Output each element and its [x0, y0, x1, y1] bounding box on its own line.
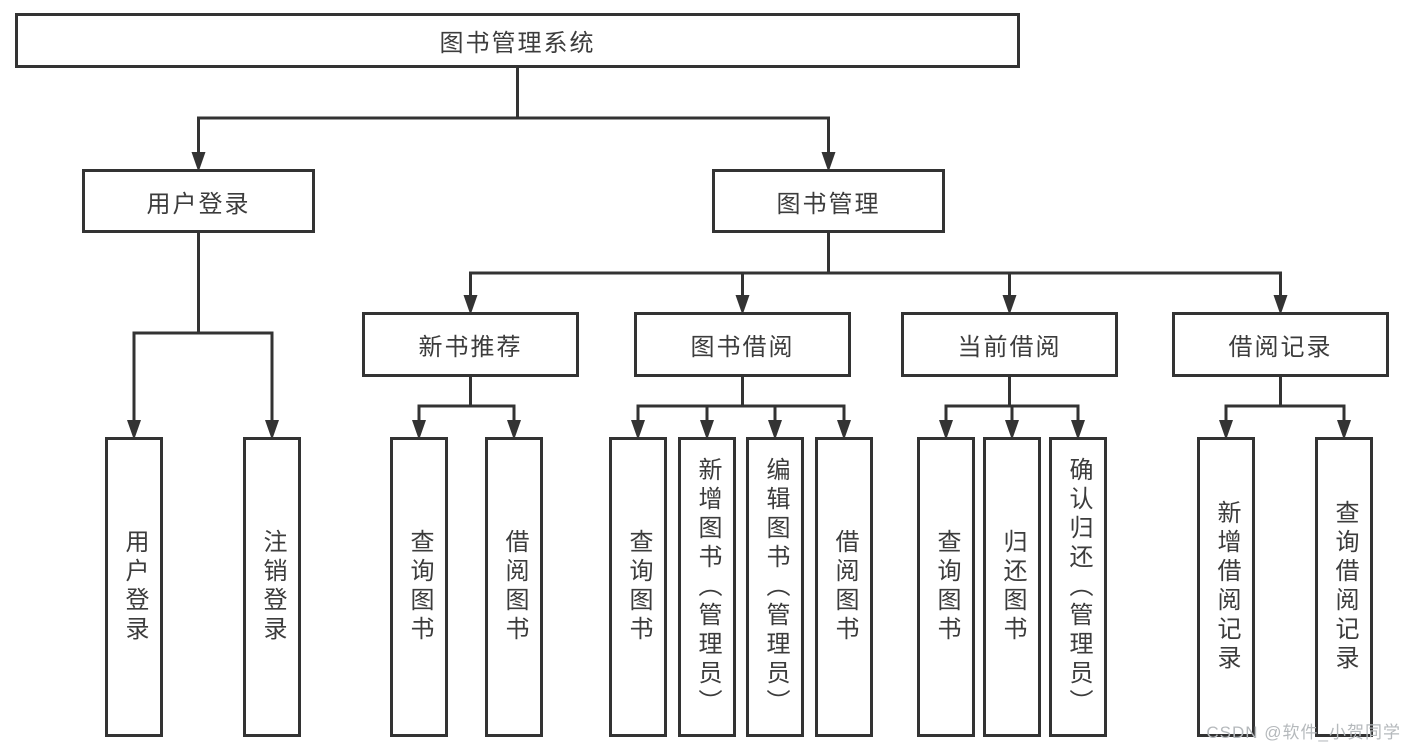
node-leaf-newbook-borrow: 借阅图书: [485, 437, 543, 737]
node-current-borrow: 当前借阅: [901, 312, 1118, 377]
node-label: 新增借阅记录: [1213, 500, 1240, 674]
node-label: 用户登录: [146, 190, 251, 218]
node-label: 借阅图书: [501, 529, 528, 645]
node-leaf-current-return: 归还图书: [983, 437, 1041, 737]
node-leaf-current-confirm: 确认归还（管理员）: [1049, 437, 1107, 737]
node-label: 编辑图书（管理员）: [762, 456, 789, 718]
node-leaf-records-add: 新增借阅记录: [1197, 437, 1255, 737]
node-label: 确认归还（管理员）: [1065, 456, 1092, 718]
node-leaf-newbook-query: 查询图书: [390, 437, 448, 737]
node-leaf-borrow-query: 查询图书: [609, 437, 667, 737]
node-leaf-borrow-add: 新增图书（管理员）: [678, 437, 736, 737]
node-library-system: 图书管理系统: [15, 13, 1020, 68]
node-label: 注销登录: [259, 529, 286, 645]
node-leaf-current-query: 查询图书: [917, 437, 975, 737]
node-label: 借阅图书: [831, 529, 858, 645]
node-book-borrow: 图书借阅: [634, 312, 851, 377]
watermark: CSDN @软件_小贺同学: [1206, 723, 1401, 742]
node-label: 图书管理: [776, 190, 881, 218]
node-label: 借阅记录: [1228, 334, 1333, 361]
node-leaf-borrow-borrow: 借阅图书: [815, 437, 873, 737]
node-label: 查询借阅记录: [1331, 500, 1358, 674]
node-label: 图书管理系统: [439, 30, 596, 57]
node-label: 图书借阅: [690, 334, 795, 361]
node-label: 新增图书（管理员）: [694, 456, 721, 718]
node-leaf-records-query: 查询借阅记录: [1315, 437, 1373, 737]
node-borrow-records: 借阅记录: [1172, 312, 1389, 377]
node-label: 新书推荐: [418, 334, 523, 361]
node-label: 归还图书: [999, 529, 1026, 645]
node-leaf-user-login: 用户登录: [105, 437, 163, 737]
node-label: 当前借阅: [957, 334, 1062, 361]
node-leaf-logout: 注销登录: [243, 437, 301, 737]
node-new-book-recommend: 新书推荐: [362, 312, 579, 377]
node-user-login: 用户登录: [82, 169, 315, 233]
node-book-management: 图书管理: [712, 169, 945, 233]
node-label: 查询图书: [625, 529, 652, 645]
node-label: 查询图书: [933, 529, 960, 645]
node-label: 用户登录: [121, 529, 148, 645]
node-label: 查询图书: [406, 529, 433, 645]
node-leaf-borrow-edit: 编辑图书（管理员）: [746, 437, 804, 737]
